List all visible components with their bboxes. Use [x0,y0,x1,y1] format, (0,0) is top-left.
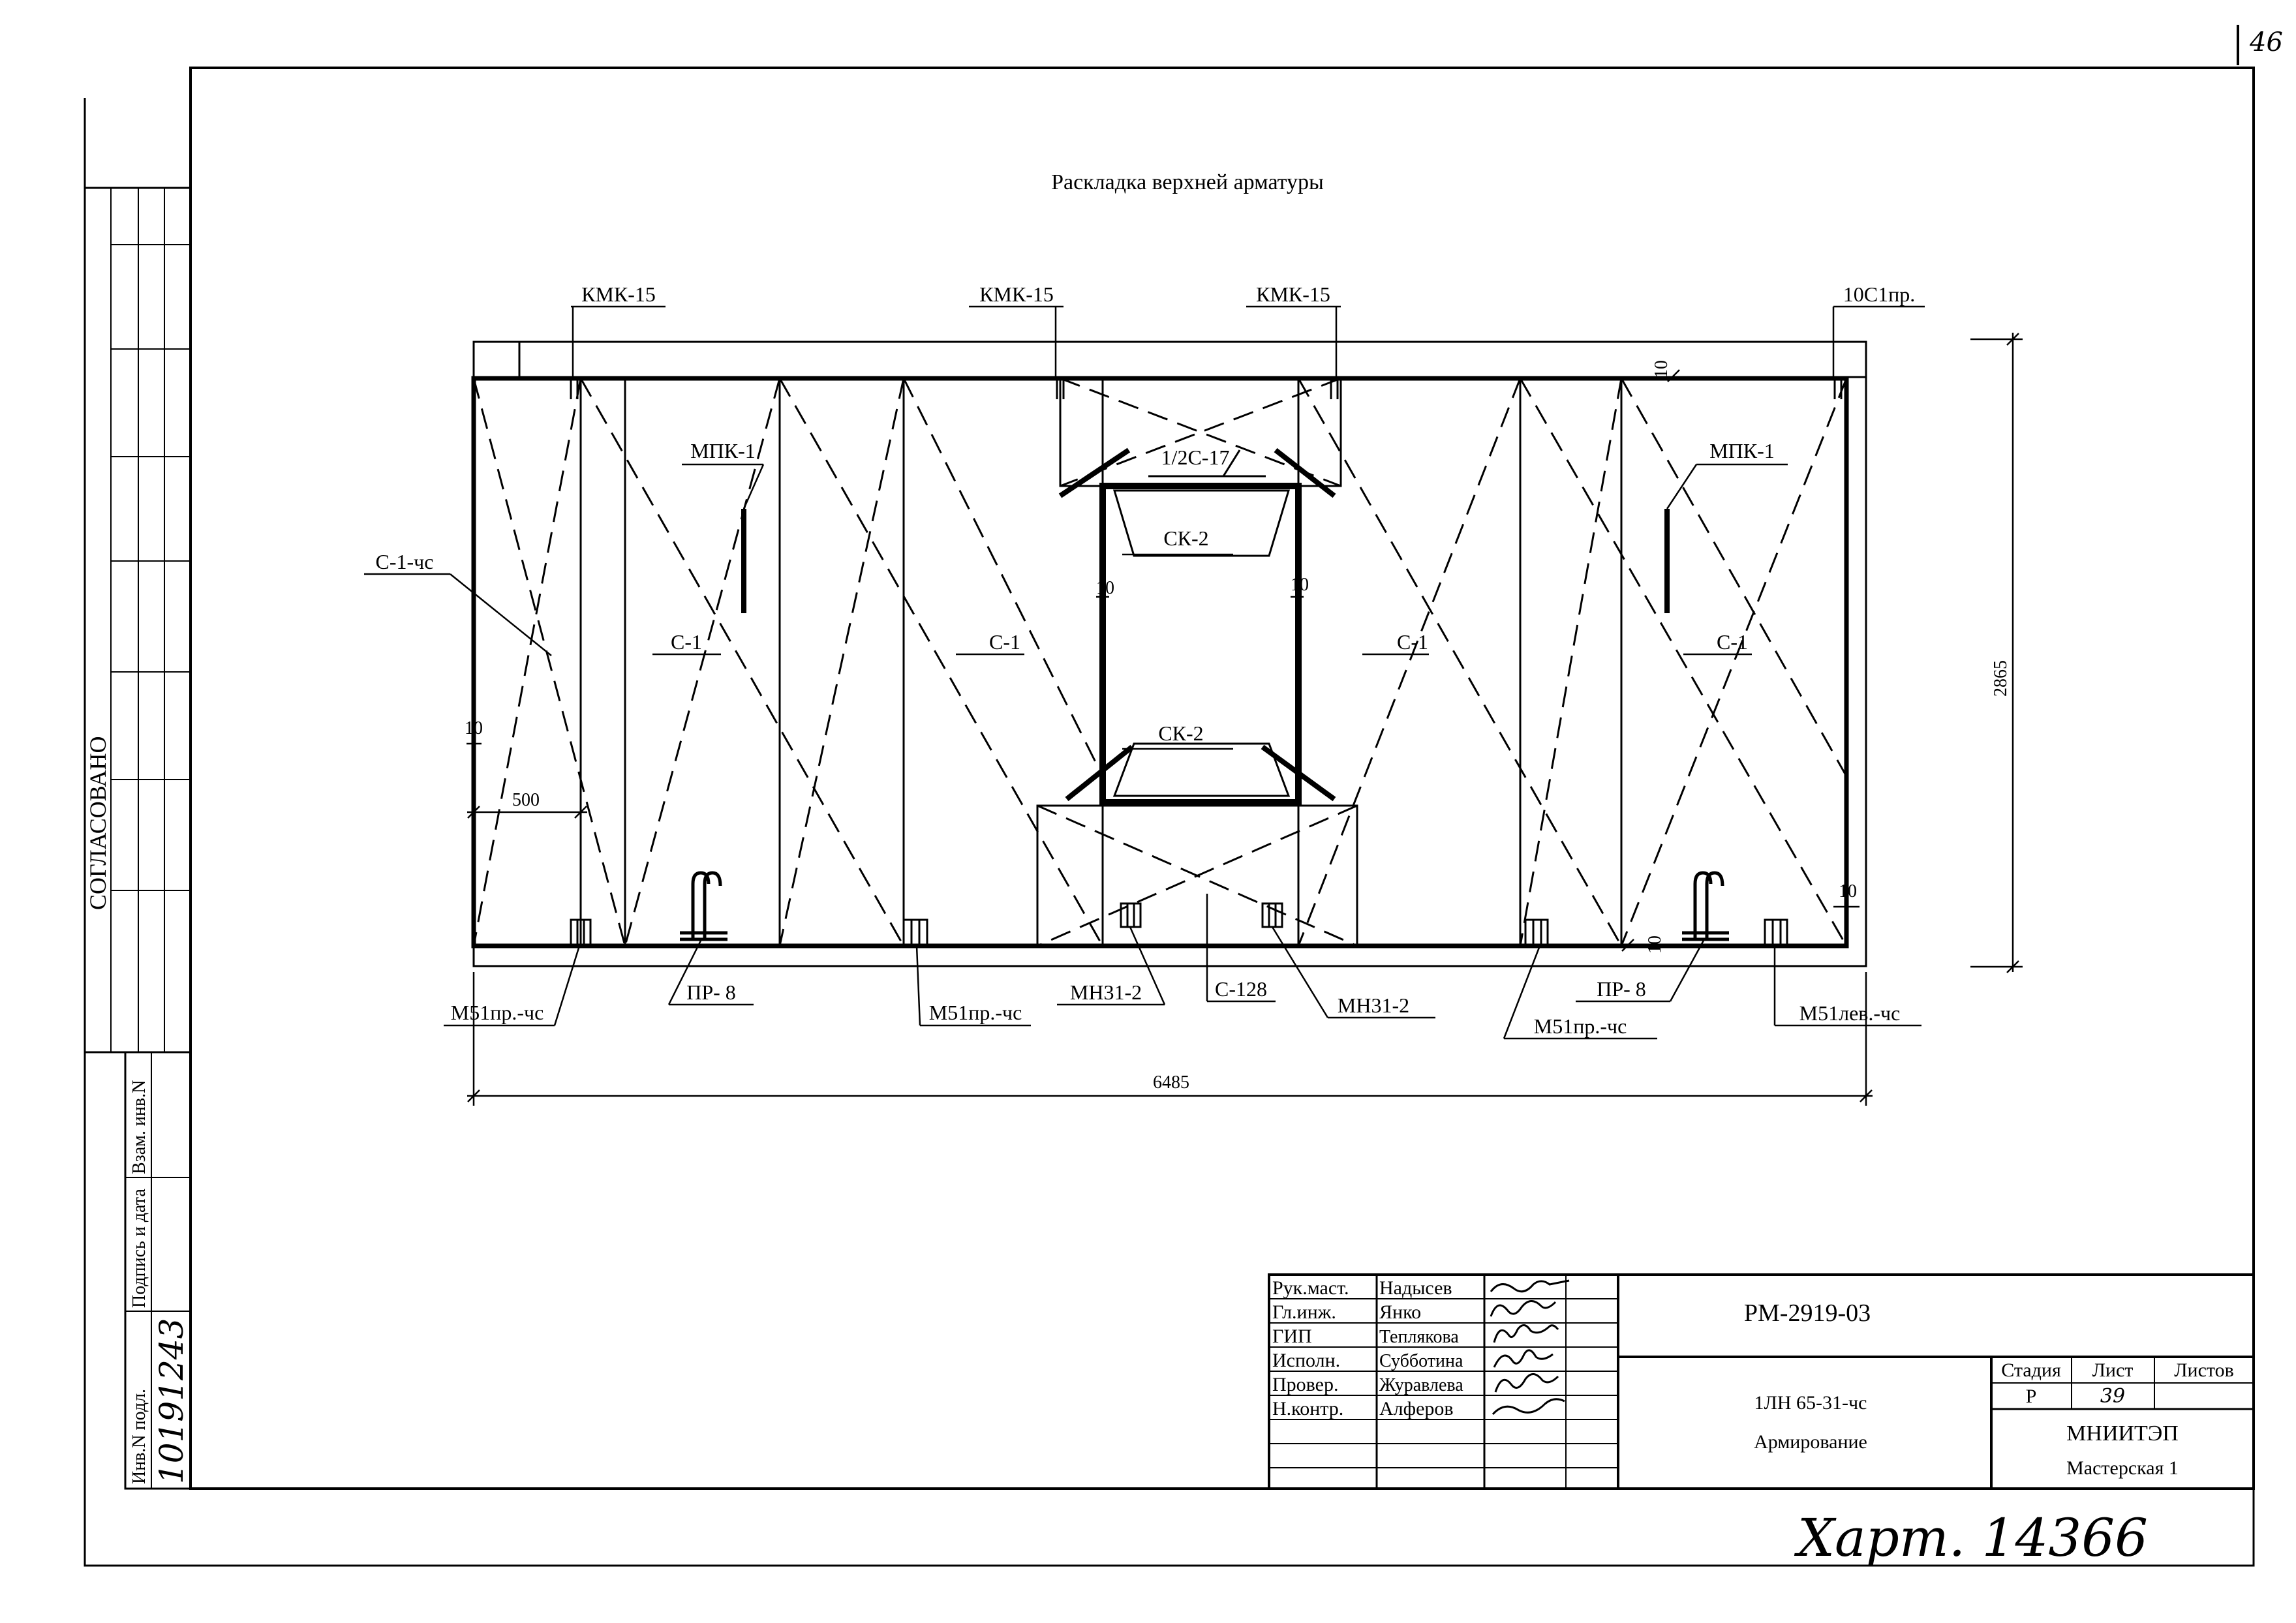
label-kmk-2: КМК-15 [979,282,1054,306]
drawing-title: Раскладка верхней арматуры [1051,170,1324,194]
stamp-podpis-data: Подпись и дата [129,1189,149,1308]
label-mn31-left: МН31-2 [1070,980,1142,1004]
label-m51-lev: М51лев.-чс [1799,1001,1901,1025]
label-m51-mid: М51пр.-чс [929,1001,1022,1024]
label-c1-a: С-1 [671,630,702,654]
label-c1-d: С-1 [1717,630,1748,654]
tb-stage-header: Стадия [2001,1359,2061,1381]
label-10c1pr: 10С1пр. [1843,282,1915,306]
title-block-text: Рук.маст. Гл.инж. ГИП Исполн. Провер. Н.… [1272,1277,2234,1479]
label-half-c17: 1/2С-17 [1161,446,1230,469]
dim-10-ck-right: 10 [1291,575,1309,595]
dim-10-left: 10 [465,718,483,738]
signature-scribbles [1490,1279,1570,1416]
handwritten-note: Харт. 14366 [1794,1508,2148,1568]
tb-role-3: ГИП [1272,1326,1312,1347]
stamp-inv-podl: Инв.N подл. [129,1389,149,1484]
tb-role-6: Н.контр. [1272,1398,1343,1419]
label-m51-right: М51пр.-чс [1534,1014,1627,1038]
tb-name-5: Журавлева [1379,1375,1463,1395]
label-m51-left: М51пр.-чс [451,1001,544,1024]
tb-product: 1ЛН 65-31-чс [1754,1392,1867,1414]
tb-role-2: Гл.инж. [1272,1301,1336,1323]
outer-border [84,98,2255,1567]
tb-name-4: Субботина [1379,1351,1463,1371]
tb-name-6: Алферов [1379,1398,1454,1419]
dim-10-top: 10 [1651,360,1672,378]
dim-6485: 6485 [1153,1072,1189,1093]
dimension-texts: 2865 6485 500 10 10 10 10 10 10 [465,360,2011,1093]
tb-workshop: Мастерская 1 [2066,1457,2179,1479]
tb-name-2: Янко [1379,1301,1421,1323]
approval-label: СОГЛАСОВАНО [85,736,111,910]
dimension-lines [467,333,2023,1106]
label-c1-chs: С-1-чс [376,550,434,573]
tb-name-1: Надысев [1379,1277,1452,1299]
approval-column: СОГЛАСОВАНО [84,187,192,1054]
tb-sheet-title: Армирование [1754,1431,1867,1453]
tb-organization: МНИИТЭП [2066,1421,2179,1446]
reinforcement-plan [471,341,1867,967]
label-mn31-right: МН31-2 [1338,994,1409,1017]
tb-sheets-header: Листов [2174,1359,2234,1381]
label-mpk-right: МПК-1 [1709,439,1775,463]
mesh-boundary [471,376,1849,948]
label-kmk-1: КМК-15 [581,282,656,306]
label-c1-b: С-1 [989,630,1020,654]
tb-role-5: Провер. [1272,1374,1338,1395]
tb-role-1: Рук.маст. [1272,1277,1349,1299]
dim-2865: 2865 [1991,660,2011,697]
dim-10-right: 10 [1839,881,1857,902]
label-ck2-top: СК-2 [1163,526,1208,550]
tb-sheet-header: Лист [2092,1359,2134,1381]
leader-lines [364,305,1925,1040]
tb-stage-value: Р [2026,1386,2037,1407]
stamp-inv-number: 10191243 [153,1318,191,1485]
label-pr8-right: ПР- 8 [1597,977,1646,1001]
page-number: 46 [2249,27,2283,57]
label-c1-c: С-1 [1397,630,1428,654]
label-pr8-left: ПР- 8 [686,980,736,1004]
dim-10-bottom-right: 10 [1645,935,1665,954]
stamp-vzam-inv: Взам. инв.N [129,1080,149,1174]
label-c128: С-128 [1215,977,1267,1001]
tb-role-4: Исполн. [1272,1350,1340,1371]
tb-doc-code: РМ-2919-03 [1744,1299,1871,1327]
plan-labels: КМК-15 КМК-15 КМК-15 10С1пр. МПК-1 МПК-1… [376,282,1916,1038]
label-ck2-bottom: СК-2 [1158,721,1203,745]
label-mpk-left: МПК-1 [690,439,756,463]
tb-sheet-value: 39 [2100,1385,2125,1408]
label-kmk-3: КМК-15 [1256,282,1330,306]
inventory-stamp: Взам. инв.N Подпись и дата Инв.N подл. 1… [124,1051,192,1490]
dim-10-ck-left: 10 [1096,578,1114,598]
dim-500: 500 [512,790,540,810]
title-block [1268,1273,2255,1490]
tb-name-3: Теплякова [1379,1327,1459,1347]
